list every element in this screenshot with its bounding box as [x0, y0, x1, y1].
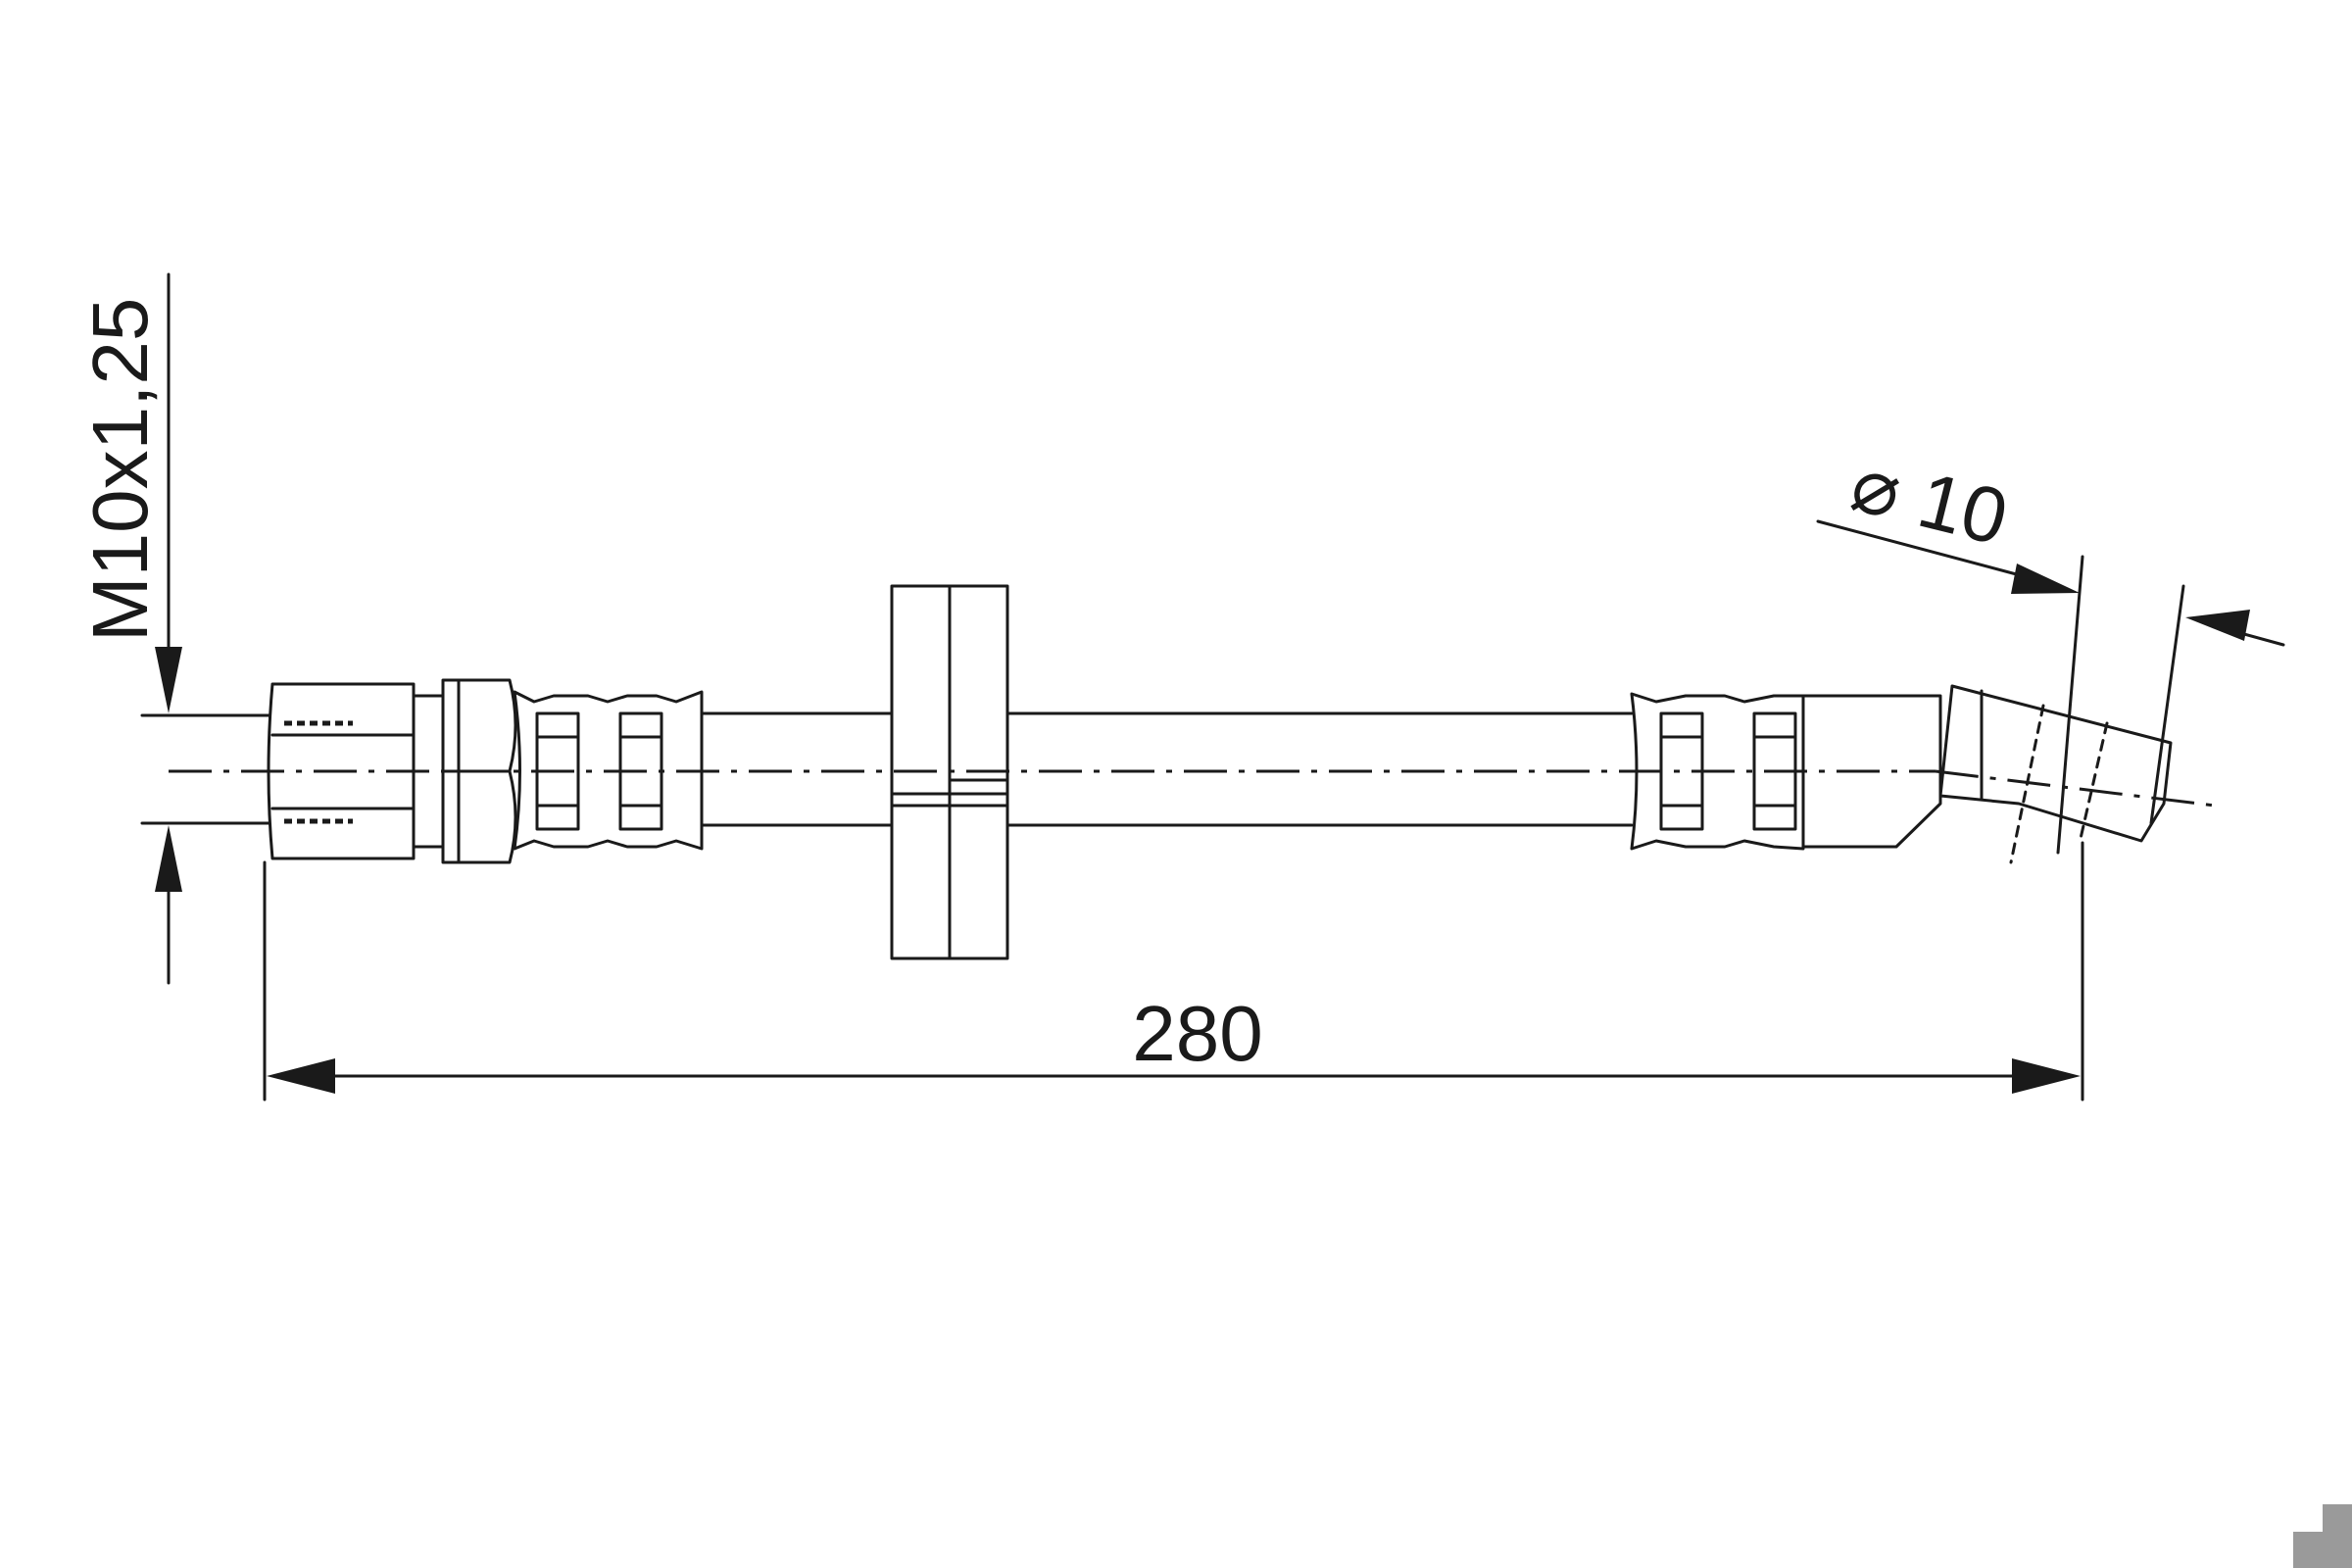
thread-arrow-up: [155, 825, 182, 892]
diameter-extension-left: [2056, 555, 2084, 855]
diameter-arrow-right: [2185, 610, 2250, 641]
thread-dimension: M10x1,25: [76, 272, 271, 985]
corner-mark: [2293, 1504, 2352, 1568]
thread-arrow-down: [155, 647, 182, 713]
tip-hidden-line-2: [2078, 721, 2109, 845]
thread-label: M10x1,25: [76, 298, 164, 642]
right-fitting: [1630, 684, 2173, 864]
tip-hidden-line-1: [2009, 704, 2045, 864]
corner-mark-step: [2323, 1504, 2352, 1534]
center-line-tip: [1935, 769, 2216, 808]
length-dimension: 280: [263, 841, 2084, 1102]
diameter-arrow-left: [2011, 564, 2080, 594]
right-angled-tip: [1938, 684, 2173, 843]
diameter-extension-right: [2149, 584, 2185, 825]
diameter-label: ⌀ 10: [1843, 439, 2016, 562]
diameter-leader-line: [1816, 519, 2040, 582]
diameter-dimension: ⌀ 10: [1816, 439, 2285, 855]
length-arrow-left: [267, 1058, 335, 1094]
corner-mark-base: [2293, 1532, 2352, 1568]
length-label: 280: [1132, 990, 1262, 1077]
hose-body: [699, 711, 1634, 827]
length-arrow-right: [2012, 1058, 2081, 1094]
